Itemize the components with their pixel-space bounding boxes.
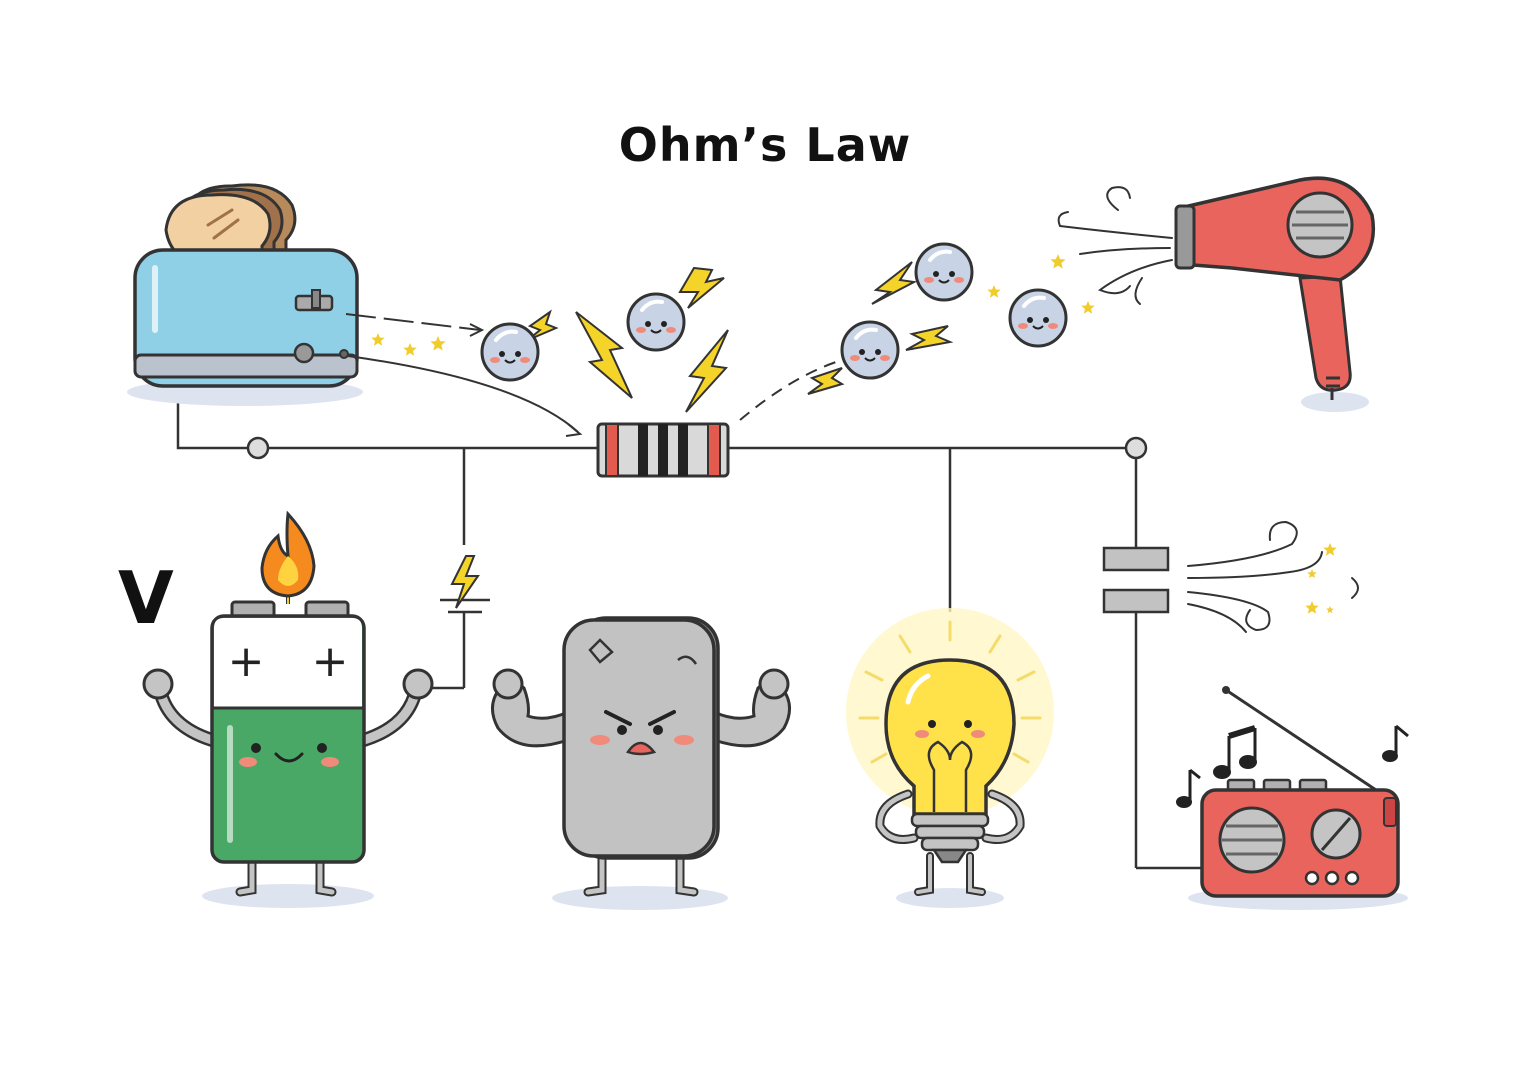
diagram-title: Ohm’s Law bbox=[618, 118, 912, 172]
star bbox=[371, 333, 385, 346]
junction-node-left bbox=[246, 436, 270, 460]
light-bulb-character-icon bbox=[846, 608, 1054, 908]
wind-icon bbox=[1057, 186, 1173, 305]
star bbox=[987, 285, 1001, 298]
voltage-label: V bbox=[118, 556, 174, 640]
electron bbox=[914, 242, 974, 302]
radio-icon bbox=[1188, 686, 1408, 910]
electron-icon bbox=[480, 242, 1068, 382]
star-icon bbox=[371, 254, 1337, 614]
star bbox=[1305, 601, 1319, 614]
junction-node-right bbox=[1124, 436, 1148, 460]
star bbox=[1050, 254, 1066, 269]
capacitor-icon bbox=[1102, 546, 1170, 614]
resistor-character-icon bbox=[491, 616, 791, 910]
wind-icon bbox=[1187, 520, 1359, 633]
star bbox=[403, 343, 417, 356]
battery-character-icon bbox=[142, 600, 434, 908]
flame-icon bbox=[260, 510, 316, 604]
lightning-bolt-icon bbox=[440, 555, 490, 614]
star bbox=[1326, 606, 1334, 614]
star bbox=[1323, 543, 1337, 556]
current-flow-arrows bbox=[345, 313, 837, 437]
star bbox=[1081, 301, 1095, 314]
electron bbox=[480, 322, 540, 382]
hair-dryer-icon bbox=[1174, 176, 1376, 412]
toaster-icon bbox=[127, 183, 363, 406]
electron bbox=[626, 292, 686, 352]
music-note-icon bbox=[1176, 724, 1409, 808]
battery-terminal-plus-left: + bbox=[227, 636, 265, 687]
circuit-wires bbox=[176, 392, 1205, 870]
electron bbox=[840, 320, 900, 380]
battery-terminal-plus-right: + bbox=[311, 636, 349, 687]
resistor-icon bbox=[596, 422, 730, 478]
star bbox=[430, 336, 446, 351]
electron bbox=[1008, 288, 1068, 348]
star bbox=[1307, 569, 1317, 578]
lightning-bolt-icon bbox=[527, 261, 954, 413]
